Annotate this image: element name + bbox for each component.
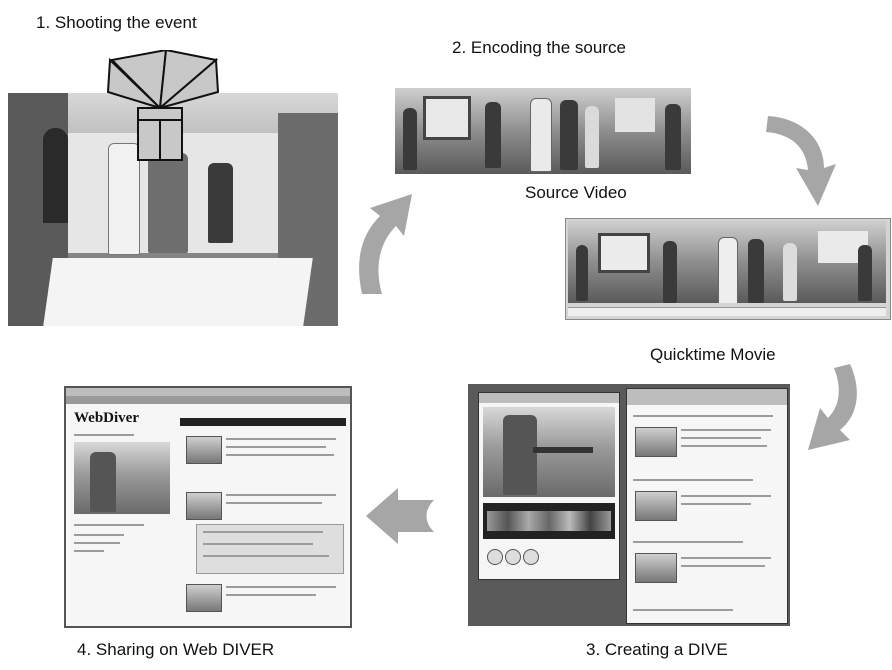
webdiver-browser-window: WebDiver	[64, 386, 352, 628]
curved-arrow-down-icon	[766, 116, 836, 206]
dive-list-window	[626, 388, 788, 624]
dive-timeline[interactable]	[483, 503, 615, 539]
step-2-label: 2. Encoding the source	[452, 38, 626, 57]
playback-controller[interactable]	[568, 307, 886, 316]
step-3-label: 3. Creating a DIVE	[586, 640, 728, 659]
webdiver-header-bar	[180, 418, 346, 426]
quicktime-movie-caption: Quicktime Movie	[650, 345, 776, 364]
curved-arrow-down-left-icon	[808, 364, 857, 450]
step-1-label: 1. Shooting the event	[36, 13, 197, 32]
step-4-label: 4. Sharing on Web DIVER	[77, 640, 275, 659]
camera-icon	[106, 50, 220, 161]
play-button[interactable]	[505, 549, 521, 565]
source-video-strip	[395, 88, 691, 174]
arrow-left-icon	[366, 488, 434, 544]
quicktime-video	[568, 221, 886, 303]
quicktime-movie-frame	[565, 218, 891, 320]
webdiver-comment-box	[196, 524, 344, 574]
dive-video-frame	[483, 407, 615, 497]
source-video-caption: Source Video	[525, 183, 627, 202]
webdiver-logo: WebDiver	[74, 410, 139, 426]
curved-arrow-up-icon	[359, 194, 412, 294]
rewind-button[interactable]	[487, 549, 503, 565]
webdiver-video-frame	[74, 442, 170, 514]
dive-app-screenshot	[468, 384, 790, 626]
forward-button[interactable]	[523, 549, 539, 565]
dive-video-window	[478, 392, 620, 580]
